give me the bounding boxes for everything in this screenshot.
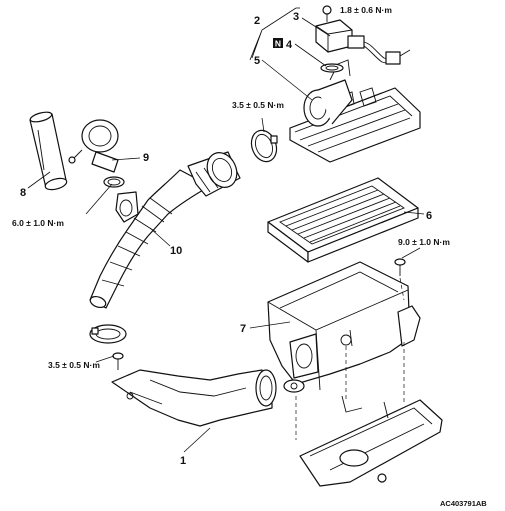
gasket-ring <box>320 63 344 73</box>
torque-sensor: 1.8 ± 0.6 N·m <box>340 5 392 15</box>
leader-9 <box>111 157 141 161</box>
torque-valve: 6.0 ± 1.0 N·m <box>12 218 64 228</box>
air-intake-hose <box>89 151 241 309</box>
label-2: 2 <box>254 15 260 27</box>
label-3: 3 <box>293 11 299 23</box>
air-cleaner-element <box>267 177 419 263</box>
leader-10 <box>149 227 171 247</box>
valve-clamp <box>103 176 125 188</box>
label-4: 4 <box>286 39 293 51</box>
leader-1 <box>183 427 211 453</box>
torque-bracket: 9.0 ± 1.0 N·m <box>398 237 450 247</box>
lower-hose-clamp <box>89 324 127 344</box>
label-6: 6 <box>426 210 432 222</box>
n-mark-text: N <box>275 39 281 49</box>
leader-4 <box>294 43 327 67</box>
label-1: 1 <box>180 455 186 467</box>
n-mark-badge: N <box>273 38 283 49</box>
group-bracket-2 <box>249 7 297 61</box>
leader-clamp-lower <box>95 355 115 363</box>
torque-clamp-lower: 3.5 ± 0.5 N·m <box>48 360 100 370</box>
sensor-module <box>315 19 411 65</box>
resonator-tube <box>29 111 68 191</box>
label-10: 10 <box>170 245 182 257</box>
sensor-screw <box>322 5 332 22</box>
air-cleaner-case <box>267 261 421 393</box>
label-8: 8 <box>20 187 26 199</box>
leader-clamp-upper <box>261 117 265 133</box>
leader-5 <box>261 59 313 101</box>
duct-bolt <box>112 352 124 370</box>
label-5: 5 <box>254 55 260 67</box>
leader-8 <box>27 171 51 189</box>
vacuum-valve <box>68 119 119 173</box>
leader-6 <box>403 211 425 215</box>
leader-3 <box>301 17 331 37</box>
leader-7 <box>249 321 291 329</box>
leader-valve-torque <box>85 183 113 215</box>
label-9: 9 <box>143 152 149 164</box>
leader-9-0-torque <box>401 247 421 259</box>
upper-hose-clamp <box>250 129 278 163</box>
torque-clamp-upper: 3.5 ± 0.5 N·m <box>232 100 284 110</box>
air-intake-duct <box>111 369 277 427</box>
bracket-bolt <box>394 258 406 276</box>
figure-code: AC403791AB <box>440 499 487 508</box>
air-cleaner-bracket <box>299 395 443 487</box>
label-7: 7 <box>240 323 246 335</box>
